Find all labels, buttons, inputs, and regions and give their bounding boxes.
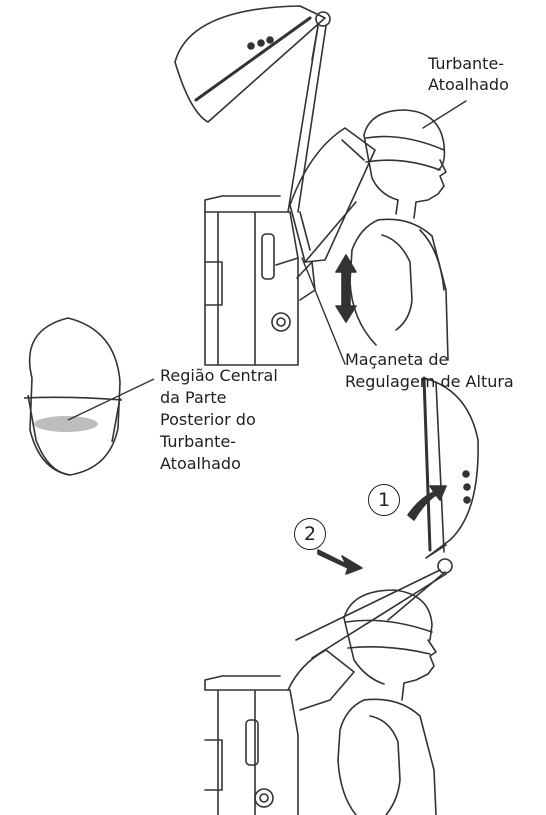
center-back-label-line-4: Turbante- [160, 431, 236, 452]
center-back-label-line-3: Posterior do [160, 409, 256, 430]
step-1-badge: 1 [368, 484, 400, 516]
height-handle-label-line-1: Maçaneta de [345, 349, 448, 370]
step-2-badge: 2 [294, 518, 326, 550]
center-back-label-line-5: Atoalhado [160, 453, 241, 474]
turban-label-line-1: Turbante- [428, 53, 504, 74]
turban-label-line-2: Atoalhado [428, 74, 509, 95]
center-back-label-line-1: Região Central [160, 365, 278, 386]
height-handle-label-line-2: Regulagem de Altura [345, 371, 514, 392]
center-back-label-line-2: da Parte [160, 387, 226, 408]
